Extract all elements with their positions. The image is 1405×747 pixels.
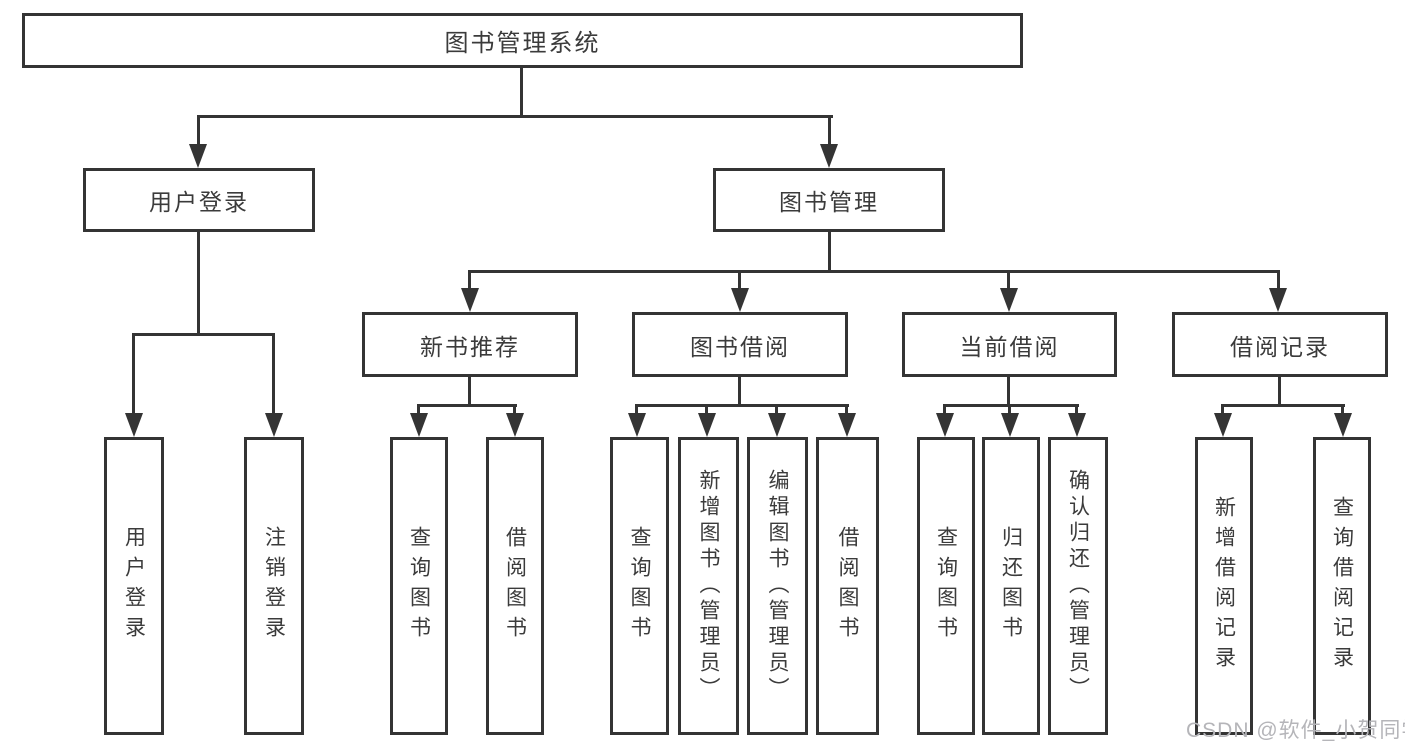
node-label: 借阅记录 [1230, 333, 1330, 360]
arrowhead-down [698, 413, 716, 437]
node-label: 新增借阅记录 [1212, 496, 1236, 676]
connector-stem [828, 230, 831, 273]
node-label: 图书管理 [779, 189, 879, 215]
arrowhead-down [189, 144, 207, 168]
node-label: 编辑图书（管理员） [766, 469, 789, 703]
node-current-borrowing: 当前借阅 [902, 312, 1117, 377]
leaf-query-books-3: 查询图书 [917, 437, 975, 735]
connector-drop [1221, 404, 1224, 415]
connector-drop [272, 333, 275, 413]
connector-drop [132, 333, 135, 413]
node-label: 借阅图书 [503, 526, 527, 646]
connector-stem [1278, 375, 1281, 406]
node-label: 查询图书 [934, 526, 958, 646]
connector-drop [468, 270, 471, 290]
connector-drop [1007, 270, 1010, 290]
node-label: 图书借阅 [690, 333, 790, 360]
node-label: 图书管理系统 [444, 30, 601, 57]
leaf-confirm-return-admin: 确认归还（管理员） [1048, 437, 1108, 735]
arrowhead-down [1334, 413, 1352, 437]
connector-stem [738, 375, 741, 406]
arrowhead-down [1000, 288, 1018, 312]
node-user-login: 用户登录 [83, 168, 315, 232]
leaf-query-borrow-record: 查询借阅记录 [1313, 437, 1371, 735]
leaf-borrow-books-2: 借阅图书 [816, 437, 879, 735]
connector-drop [775, 404, 778, 415]
leaf-user-login: 用户登录 [104, 437, 164, 735]
connector-drop [705, 404, 708, 415]
connector-drop [1277, 270, 1280, 290]
node-label: 用户登录 [149, 189, 249, 215]
arrowhead-down [1214, 413, 1232, 437]
leaf-add-borrow-record: 新增借阅记录 [1195, 437, 1253, 735]
arrowhead-down [731, 288, 749, 312]
connector-drop [845, 404, 848, 415]
node-library-system: 图书管理系统 [22, 13, 1023, 68]
node-label: 注销登录 [262, 526, 286, 646]
node-label: 归还图书 [999, 526, 1023, 646]
node-book-borrowing: 图书借阅 [632, 312, 848, 377]
arrowhead-down [461, 288, 479, 312]
arrowhead-down [1068, 413, 1086, 437]
connector-stem [468, 375, 471, 406]
node-borrowing-records: 借阅记录 [1172, 312, 1388, 377]
arrowhead-down [768, 413, 786, 437]
connector-drop [1341, 404, 1344, 415]
arrowhead-down [628, 413, 646, 437]
node-label: 新书推荐 [420, 333, 520, 360]
node-label: 用户登录 [122, 526, 146, 646]
node-book-management: 图书管理 [713, 168, 945, 232]
connector-drop [1008, 404, 1011, 415]
connector-drop [943, 404, 946, 415]
node-label: 确认归还（管理员） [1066, 469, 1090, 703]
csdn-watermark: CSDN @软件_小贺同学 [1186, 719, 1405, 742]
connector-bar [417, 404, 517, 407]
connector-bar [1221, 404, 1345, 407]
connector-drop [513, 404, 516, 415]
arrowhead-down [125, 413, 143, 437]
node-new-book-recommendation: 新书推荐 [362, 312, 578, 377]
arrowhead-down [265, 413, 283, 437]
connector-drop [417, 404, 420, 415]
leaf-logout-login: 注销登录 [244, 437, 304, 735]
connector-bar [468, 270, 1280, 273]
connector-drop [738, 270, 741, 290]
node-label: 当前借阅 [959, 333, 1060, 360]
leaf-edit-books-admin: 编辑图书（管理员） [747, 437, 808, 735]
arrowhead-down [410, 413, 428, 437]
node-label: 借阅图书 [836, 526, 859, 646]
arrowhead-down [820, 144, 838, 168]
leaf-query-books-2: 查询图书 [610, 437, 669, 735]
connector-drop [828, 115, 831, 146]
connector-drop [635, 404, 638, 415]
connector-bar [197, 115, 833, 118]
arrowhead-down [506, 413, 524, 437]
node-label: 查询图书 [407, 526, 431, 646]
leaf-return-books: 归还图书 [982, 437, 1040, 735]
leaf-query-books-1: 查询图书 [390, 437, 448, 735]
connector-stem [197, 230, 200, 336]
arrowhead-down [1269, 288, 1287, 312]
connector-bar [943, 404, 1079, 407]
connector-drop [1075, 404, 1078, 415]
leaf-add-books-admin: 新增图书（管理员） [678, 437, 739, 735]
connector-bar [635, 404, 849, 407]
connector-stem [520, 66, 523, 117]
arrowhead-down [936, 413, 954, 437]
leaf-borrow-books-1: 借阅图书 [486, 437, 544, 735]
connector-stem [1007, 375, 1010, 406]
node-label: 查询借阅记录 [1330, 496, 1354, 676]
node-label: 新增图书（管理员） [697, 469, 720, 703]
connector-bar [132, 333, 275, 336]
arrowhead-down [1001, 413, 1019, 437]
node-label: 查询图书 [628, 526, 651, 646]
arrowhead-down [838, 413, 856, 437]
connector-drop [197, 115, 200, 146]
